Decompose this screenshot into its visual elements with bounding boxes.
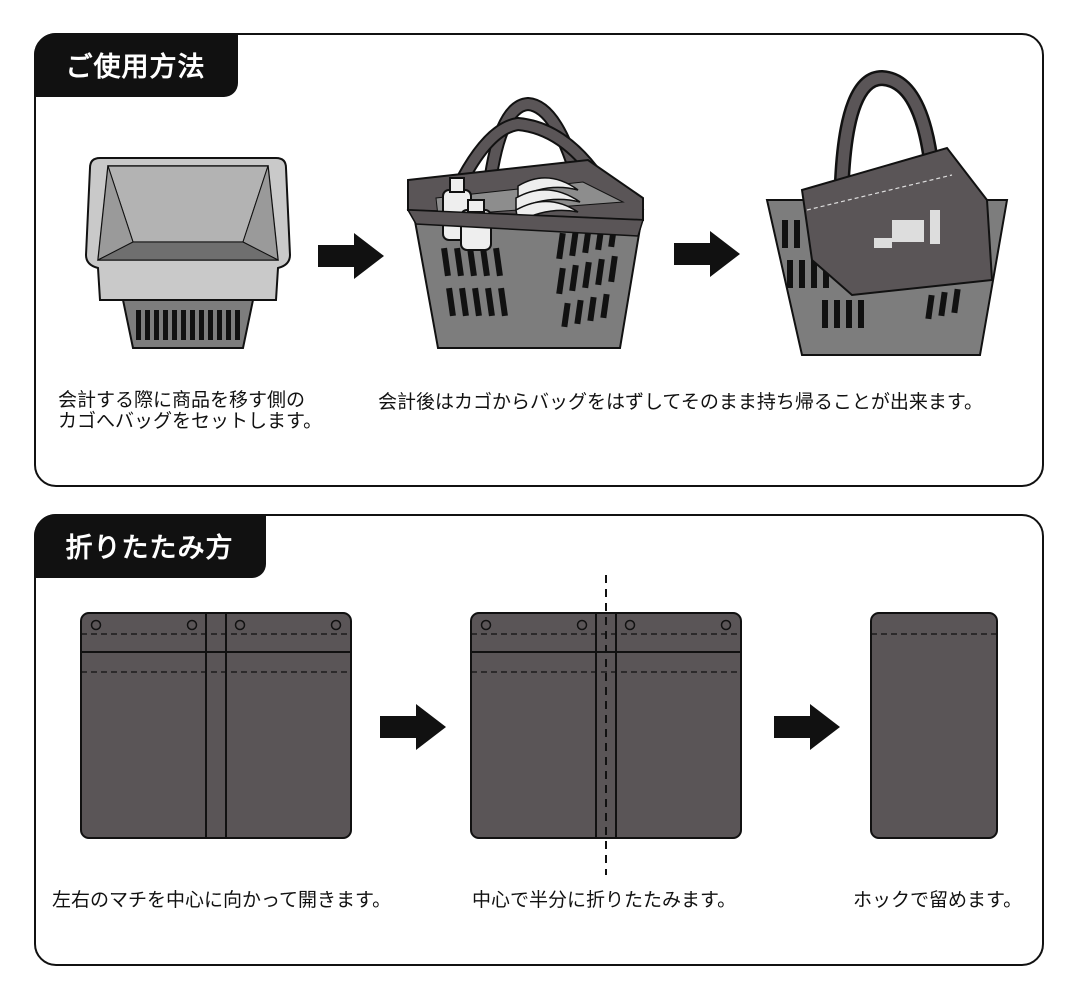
arrow-right-icon bbox=[380, 704, 446, 750]
usage-step2-caption: 会計後はカゴからバッグをはずしてそのまま持ち帰ることが出来ます。 bbox=[378, 391, 983, 413]
fold-step2-caption: 中心で半分に折りたたみます。 bbox=[472, 889, 737, 911]
bag-lifted-icon bbox=[765, 69, 1009, 356]
basket-with-bag-icon bbox=[406, 96, 645, 349]
arrow-right-icon bbox=[318, 233, 384, 279]
usage-step1-caption-line2: カゴへバッグをセットします。 bbox=[58, 410, 323, 432]
arrow-right-icon bbox=[774, 704, 840, 750]
usage-title: ご使用方法 bbox=[33, 32, 238, 97]
bag-unfolded-icon bbox=[80, 612, 352, 839]
arrow-right-icon bbox=[674, 231, 740, 277]
bag-folded-icon bbox=[870, 612, 998, 839]
fold-title: 折りたたみ方 bbox=[33, 513, 266, 578]
fold-step1-caption: 左右のマチを中心に向かって開きます。 bbox=[52, 889, 392, 911]
basket-empty-icon bbox=[84, 157, 292, 349]
bag-center-fold-icon bbox=[470, 575, 742, 875]
usage-step1-caption-line1: 会計する際に商品を移す側の bbox=[58, 389, 306, 411]
fold-step3-caption: ホックで留めます。 bbox=[853, 889, 1023, 911]
